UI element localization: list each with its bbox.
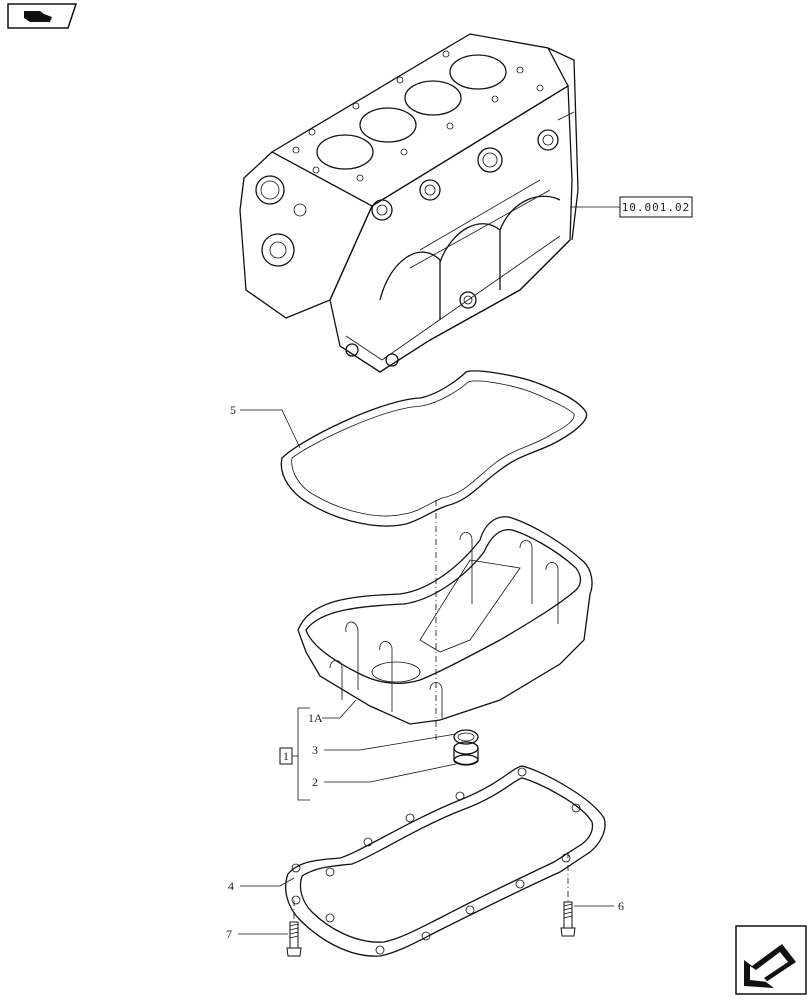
oil-pan-gasket	[280, 370, 588, 527]
book-icon[interactable]	[7, 3, 78, 29]
callout-gasket: 5	[230, 403, 236, 417]
stiffener-frame	[285, 765, 606, 957]
kit-label: 1	[283, 749, 289, 763]
leader-frame	[240, 877, 295, 887]
reference-box[interactable]	[619, 196, 693, 218]
leader-gasket	[240, 409, 301, 449]
kit-bracket	[297, 707, 310, 801]
drain-plug	[453, 741, 479, 766]
leader-oil-pan	[322, 699, 357, 719]
bolt-right	[560, 901, 576, 937]
leader-plug	[324, 763, 457, 783]
seal-ring-inner	[457, 732, 475, 742]
callout-bolt-left: 7	[226, 927, 232, 941]
next-page-arrow-icon[interactable]	[735, 925, 807, 995]
callout-oil-pan: 1A	[308, 711, 323, 725]
callout-seal-ring: 3	[312, 743, 318, 757]
callout-plug: 2	[312, 775, 318, 789]
callout-frame: 4	[228, 879, 234, 893]
callout-bolt-right: 6	[618, 899, 624, 913]
leader-seal-ring	[324, 733, 457, 751]
reference-code: 10.001.02	[622, 201, 691, 214]
kit-box	[279, 747, 293, 765]
engine-block	[239, 33, 579, 373]
bolt-left	[286, 921, 302, 957]
oil-pan	[297, 516, 593, 725]
seal-ring	[453, 729, 479, 745]
